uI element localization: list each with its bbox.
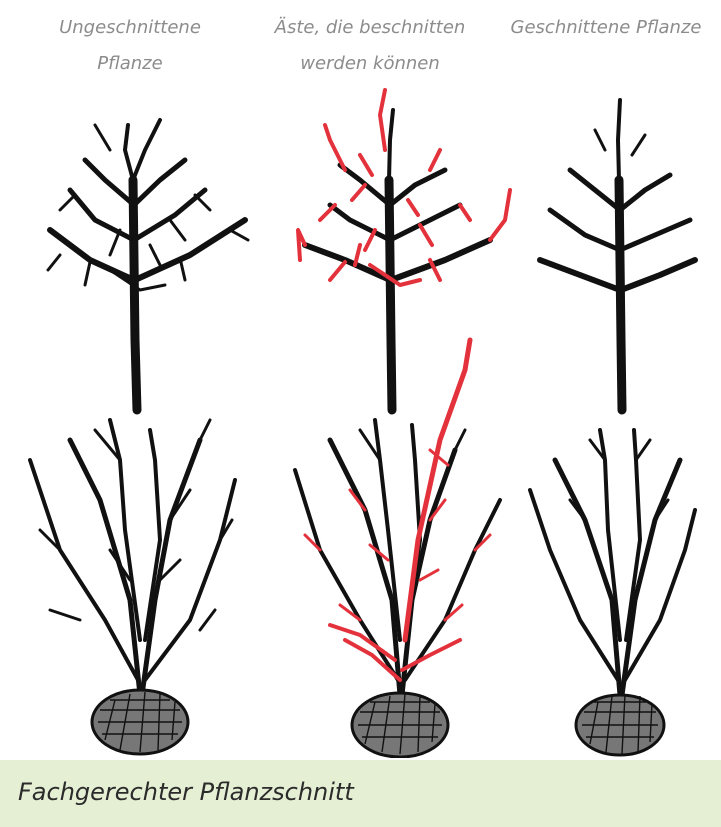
shrub-pruned	[530, 430, 695, 755]
column-headers: Ungeschnittene Pflanze Äste, die beschni…	[0, 10, 721, 80]
tree-pruned	[540, 100, 695, 410]
shrub-unpruned	[30, 420, 235, 754]
label-prunable-line1: Äste, die beschnitten	[250, 10, 490, 46]
label-unpruned-line1: Ungeschnittene	[20, 10, 240, 46]
pruning-illustration	[0, 80, 721, 758]
pruning-drawing	[0, 80, 721, 758]
label-pruned-plant: Geschnittene Pflanze	[496, 10, 716, 46]
caption-bar: Fachgerechter Pflanzschnitt	[0, 758, 721, 827]
label-prunable-branches: Äste, die beschnitten werden können	[250, 10, 490, 82]
shrub-prunable	[295, 340, 500, 757]
label-prunable-line2: werden können	[250, 46, 490, 82]
tree-prunable	[298, 90, 510, 410]
label-unpruned-line2: Pflanze	[20, 46, 240, 82]
tree-unpruned	[48, 120, 248, 410]
label-pruned-line1: Geschnittene Pflanze	[496, 10, 716, 46]
label-unpruned-plant: Ungeschnittene Pflanze	[20, 10, 240, 82]
caption-text: Fachgerechter Pflanzschnitt	[18, 778, 354, 806]
